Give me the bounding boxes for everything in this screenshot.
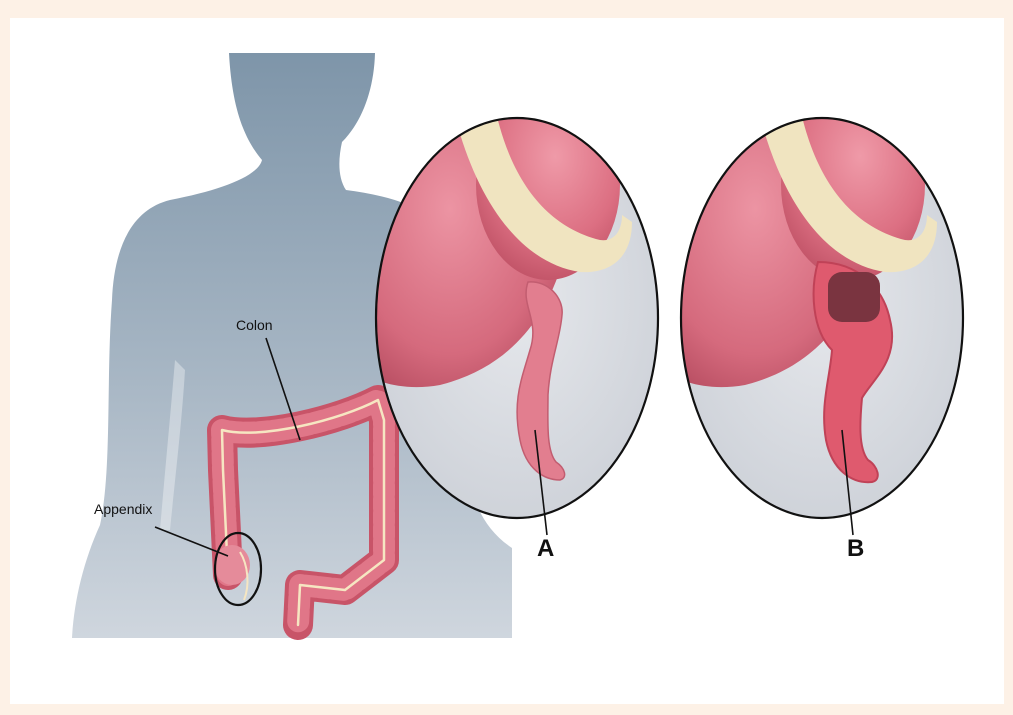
colon-label: Colon (236, 317, 273, 333)
panel-a-label: A (537, 535, 554, 562)
appendix-label: Appendix (94, 501, 152, 517)
perforation (828, 272, 880, 322)
lens-b (665, 90, 963, 518)
panel-b-label: B (847, 535, 864, 562)
